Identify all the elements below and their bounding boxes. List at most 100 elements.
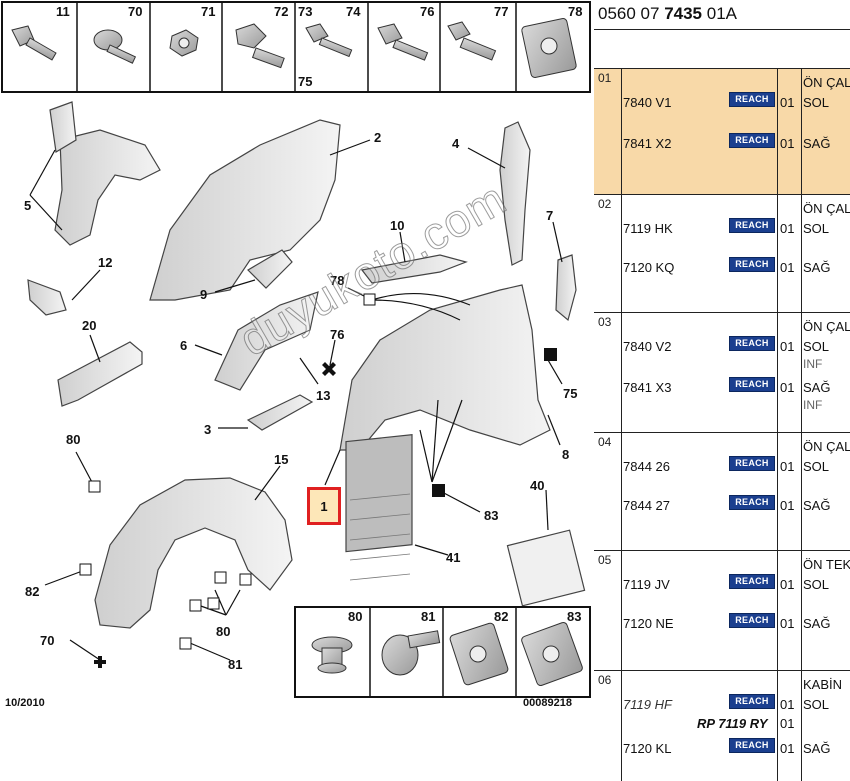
column-divider	[621, 195, 622, 312]
quantity: 01	[780, 577, 795, 592]
ref-20[interactable]: 20	[82, 318, 97, 333]
ref-3[interactable]: 3	[204, 422, 212, 437]
ref-82a[interactable]: 82	[25, 584, 40, 599]
column-divider	[801, 551, 802, 670]
part-code[interactable]: 7840 V2	[623, 339, 672, 354]
ref-75b[interactable]: 75	[563, 386, 578, 401]
quantity: 01	[780, 459, 795, 474]
group-title: ÖN ÇAL	[803, 201, 850, 216]
ref-73[interactable]: 73	[298, 4, 313, 19]
ref-72[interactable]: 72	[274, 4, 289, 19]
ref-75[interactable]: 75	[298, 74, 313, 89]
part-1	[339, 284, 551, 451]
ref-10[interactable]: 10	[390, 218, 405, 233]
part-code[interactable]: 7119 HK	[623, 221, 673, 236]
ref-15[interactable]: 15	[274, 452, 289, 467]
reach-badge: REACH	[729, 257, 775, 272]
quantity: 01	[780, 136, 795, 151]
part-code[interactable]: 7119 JV	[623, 577, 670, 592]
side-label: SAĞ	[803, 380, 831, 395]
callout-number: 1	[320, 498, 328, 514]
part-3	[246, 394, 314, 431]
screw-70	[93, 29, 137, 64]
part-code[interactable]: 7841 X2	[623, 136, 672, 151]
group-index: 05	[598, 553, 612, 567]
column-divider	[621, 433, 622, 550]
ref-76[interactable]: 76	[420, 4, 435, 19]
ref-81a[interactable]: 81	[228, 657, 243, 672]
ref-40[interactable]: 40	[530, 478, 545, 493]
replacement-code[interactable]: RP 7119 RY	[697, 716, 768, 731]
part-code[interactable]: 7844 26	[623, 459, 670, 474]
group-title: ÖN TEK	[803, 557, 850, 572]
side-label: SAĞ	[803, 136, 831, 151]
ref-11[interactable]: 11	[56, 4, 70, 19]
part-code[interactable]: 7841 X3	[623, 380, 672, 395]
side-label: SOL	[803, 459, 830, 474]
column-divider	[777, 313, 778, 432]
quantity: 01	[780, 498, 795, 513]
side-label: SOL	[803, 95, 830, 110]
selected-part-callout[interactable]: 1	[307, 487, 341, 525]
ref-41[interactable]: 41	[446, 550, 461, 565]
ref-7[interactable]: 7	[546, 208, 554, 223]
part-code[interactable]: 7844 27	[623, 498, 670, 513]
group-index: 02	[598, 197, 612, 211]
part-code[interactable]: 7120 KL	[623, 741, 672, 756]
ref-5[interactable]: 5	[24, 198, 32, 213]
part-code[interactable]: 7120 KQ	[623, 260, 675, 275]
part-code[interactable]: 7120 NE	[623, 616, 674, 631]
ref-13[interactable]: 13	[316, 388, 331, 403]
ref-8[interactable]: 8	[562, 447, 570, 462]
ref-70[interactable]: 70	[128, 4, 143, 19]
ref-80b[interactable]: 80	[216, 624, 231, 639]
part-20	[57, 341, 143, 407]
part-5	[54, 129, 161, 246]
column-divider	[777, 671, 778, 781]
ref-2[interactable]: 2	[374, 130, 382, 145]
group-index: 04	[598, 435, 612, 449]
part-10	[360, 254, 468, 284]
column-divider	[777, 433, 778, 550]
ref-76b[interactable]: 76	[330, 327, 345, 342]
side-label: SOL	[803, 577, 830, 592]
part-code[interactable]: 7840 V1	[623, 95, 672, 110]
ref-78b[interactable]: 78	[330, 273, 345, 288]
part-2	[149, 119, 341, 301]
column-divider	[621, 69, 622, 194]
ref-12[interactable]: 12	[98, 255, 113, 270]
ref-4[interactable]: 4	[452, 136, 460, 151]
ref-80-box[interactable]: 80	[348, 609, 363, 624]
reach-badge: REACH	[729, 613, 775, 628]
part-15	[94, 477, 293, 629]
ref-80a[interactable]: 80	[66, 432, 81, 447]
ref-83a[interactable]: 83	[484, 508, 499, 523]
ref-70b[interactable]: 70	[40, 633, 55, 648]
ref-71[interactable]: 71	[201, 4, 216, 19]
part-code[interactable]: 7119 HF	[623, 697, 672, 712]
ref-81-box[interactable]: 81	[421, 609, 436, 624]
side-label: SOL	[803, 339, 830, 354]
column-divider	[777, 551, 778, 670]
ref-74[interactable]: 74	[346, 4, 361, 19]
reach-badge: REACH	[729, 495, 775, 510]
side-label: SAĞ	[803, 260, 831, 275]
ref-83-box[interactable]: 83	[567, 609, 582, 624]
side-label: SOL	[803, 221, 830, 236]
ref-82-box[interactable]: 82	[494, 609, 509, 624]
ref-6[interactable]: 6	[180, 338, 188, 353]
ref-9[interactable]: 9	[200, 287, 208, 302]
ref-78[interactable]: 78	[568, 4, 583, 19]
clip-81	[381, 630, 441, 676]
part-40	[506, 529, 586, 607]
reach-badge: REACH	[729, 694, 775, 709]
diagram-date: 10/2010	[5, 697, 45, 709]
ref-77[interactable]: 77	[494, 4, 509, 19]
